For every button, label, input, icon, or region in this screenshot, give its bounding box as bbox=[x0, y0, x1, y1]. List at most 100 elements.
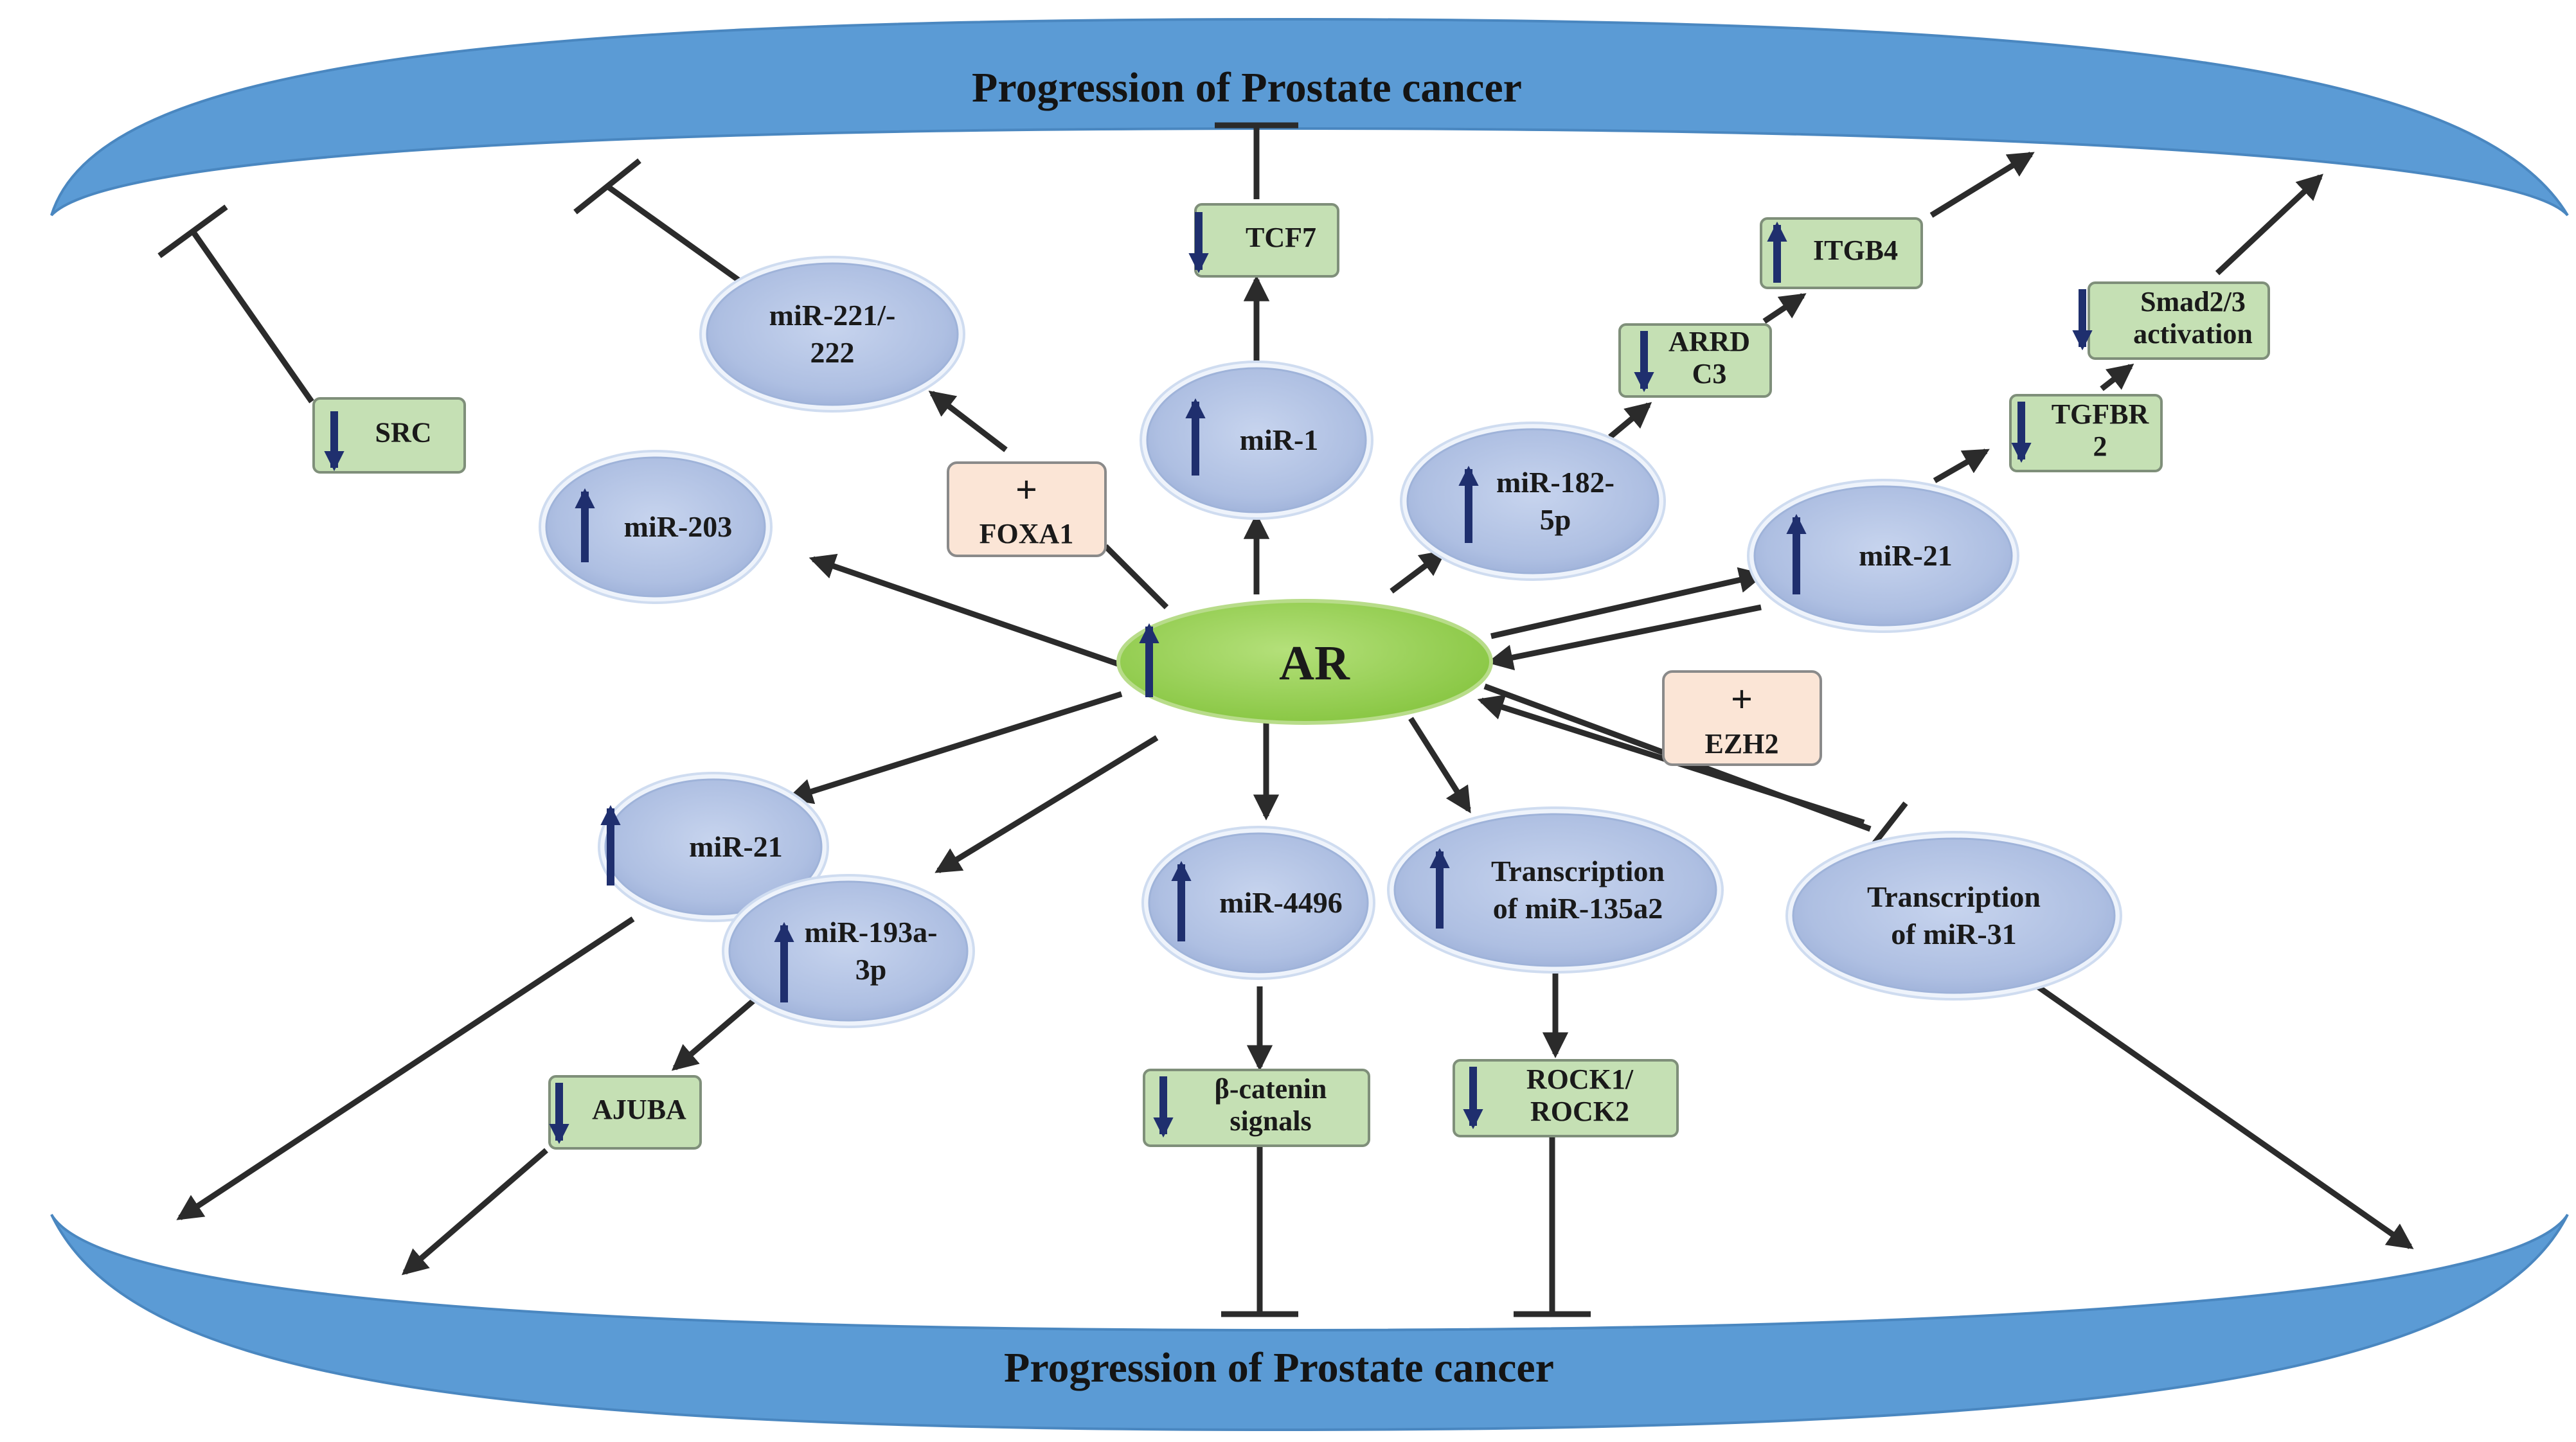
src-label-line-1: SRC bbox=[375, 417, 431, 449]
ezh2-plus-sign: + bbox=[1731, 678, 1753, 720]
arrow-ar-to-mir193a bbox=[935, 735, 1159, 873]
arrow-mir21-left-to-progression bbox=[176, 916, 635, 1220]
mir221-node: miR-221/- 222 bbox=[699, 256, 965, 413]
catenin-box bbox=[1143, 1069, 1370, 1147]
arrow-mir31-to-progression bbox=[2035, 984, 2414, 1249]
arrow-ar-to-mir21-left bbox=[786, 691, 1123, 805]
bottom-progression-banner: Progression of Prostate cancer bbox=[50, 1213, 2569, 1432]
itgb4-target-node: ITGB4 bbox=[1760, 217, 1923, 289]
mir221-label-line-2: 222 bbox=[810, 336, 855, 369]
tgfbr2-box bbox=[2009, 394, 2163, 472]
mir135a2-label-line-1: Transcription bbox=[1491, 855, 1665, 887]
ezh2-label: EZH2 bbox=[1705, 728, 1779, 760]
inhibit-mir221-bar bbox=[573, 158, 641, 215]
rock-box bbox=[1453, 1059, 1679, 1137]
arrow-arrdc3-to-itgb4 bbox=[1762, 293, 1807, 324]
ezh2-cofactor: + EZH2 bbox=[1662, 670, 1822, 766]
arrow-ar-to-mir21-right bbox=[1490, 567, 1766, 639]
foxa1-cofactor: + FOXA1 bbox=[947, 461, 1107, 557]
mirna-nodes: miR-203 miR-221/- 222 miR-1 miR-182- 5p miR-21… bbox=[539, 256, 2122, 1028]
inhibit-src-bar bbox=[157, 204, 228, 258]
mir1-node: miR-1 bbox=[1140, 360, 1373, 520]
smad-box bbox=[2088, 281, 2270, 360]
mir21-left-oval bbox=[604, 778, 823, 916]
mir31-oval bbox=[1792, 837, 2116, 994]
mir135a2-label-line-2: of miR-135a2 bbox=[1493, 892, 1663, 925]
arrdc3-label-line-1: ARRD bbox=[1668, 326, 1750, 357]
mir203-node: miR-203 bbox=[539, 450, 773, 604]
arrow-ar-to-mir203 bbox=[809, 553, 1123, 668]
inhibit-src-stem bbox=[190, 229, 314, 404]
arrow-tgfbr2-to-smad bbox=[2100, 363, 2134, 391]
mir31-node: Transcription of miR-31 bbox=[1785, 831, 2122, 1001]
mir4496-node: miR-4496 bbox=[1141, 826, 1375, 980]
inhibit-mir221-stem bbox=[605, 184, 744, 285]
arrow-mir21-right-to-ar bbox=[1487, 604, 1762, 671]
mir193a-label-line-1: miR-193a- bbox=[805, 916, 938, 948]
bottom-banner-title: Progression of Prostate cancer bbox=[1004, 1344, 1554, 1391]
ar-node: AR bbox=[1116, 599, 1493, 725]
mir193a-oval bbox=[728, 880, 969, 1022]
mir4496-oval bbox=[1148, 832, 1369, 974]
mir31-label-line-1: Transcription bbox=[1867, 880, 2041, 913]
mir203-oval bbox=[545, 456, 766, 598]
arrow-itgb4-to-progression bbox=[1929, 152, 2035, 218]
top-progression-banner: Progression of Prostate cancer bbox=[50, 17, 2569, 217]
mir21-left-label-line-1: miR-21 bbox=[689, 830, 783, 863]
ar-label: AR bbox=[1279, 636, 1350, 690]
arrow-mir193a-to-ajuba bbox=[671, 997, 757, 1071]
mir193a-label-line-2: 3p bbox=[855, 953, 887, 986]
mir135a2-oval bbox=[1393, 813, 1717, 967]
catenin-label-line-2: signals bbox=[1230, 1105, 1311, 1137]
mir221-oval bbox=[706, 262, 959, 406]
top-banner-title: Progression of Prostate cancer bbox=[972, 64, 1522, 111]
itgb4-label-line-1: ITGB4 bbox=[1813, 235, 1898, 266]
tcf7-label-line-1: TCF7 bbox=[1246, 222, 1316, 253]
arrow-smad-to-progression bbox=[2215, 174, 2323, 276]
arrow-ar-to-mir182 bbox=[1390, 549, 1447, 594]
smad-label-line-2: activation bbox=[2133, 318, 2253, 350]
mir182-label-line-2: 5p bbox=[1540, 503, 1571, 536]
foxa1-label: FOXA1 bbox=[979, 518, 1074, 549]
arrow-ar-to-foxa1 bbox=[1103, 544, 1169, 610]
mir31-label-line-2: of miR-31 bbox=[1891, 918, 2016, 950]
mir182-label-line-1: miR-182- bbox=[1496, 466, 1614, 499]
arrow-mir21-right-to-tgfbr2 bbox=[1933, 449, 1990, 483]
rock-label-line-1: ROCK1/ bbox=[1526, 1064, 1634, 1095]
smad-label-line-1: Smad2/3 bbox=[2140, 286, 2246, 317]
src-target-node: SRC bbox=[312, 397, 466, 474]
ajuba-box bbox=[548, 1075, 702, 1150]
tgfbr2-label-line-1: TGFBR bbox=[2052, 398, 2150, 430]
mir4496-label-line-1: miR-4496 bbox=[1219, 886, 1343, 919]
tgfbr2-label-line-2: 2 bbox=[2093, 431, 2107, 462]
tcf7-target-node: TCF7 bbox=[1188, 203, 1339, 278]
mir221-label-line-1: miR-221/- bbox=[769, 299, 896, 332]
mir1-label-line-1: miR-1 bbox=[1240, 423, 1319, 456]
arrow-ajuba-to-progression bbox=[401, 1148, 548, 1276]
arrdc3-label-line-2: C3 bbox=[1692, 358, 1727, 389]
mir135a2-node: Transcription of miR-135a2 bbox=[1387, 806, 1724, 974]
rock-label-line-2: ROCK2 bbox=[1530, 1096, 1629, 1127]
ajuba-label-line-1: AJUBA bbox=[592, 1094, 686, 1125]
arrow-ar-to-mir135a2 bbox=[1408, 717, 1471, 814]
inhibit-mir31-bar bbox=[1869, 801, 1908, 849]
src-box bbox=[312, 397, 466, 474]
arrdc3-box bbox=[1618, 323, 1772, 398]
mir182-oval bbox=[1406, 428, 1659, 574]
mir182-node: miR-182- 5p bbox=[1400, 422, 1666, 581]
mir21-right-node: miR-21 bbox=[1747, 479, 2019, 633]
arrow-foxa1-to-mir221 bbox=[928, 390, 1008, 452]
mir203-label-line-1: miR-203 bbox=[624, 510, 733, 543]
ajuba-target-node: AJUBA bbox=[548, 1075, 702, 1150]
mir21-right-oval bbox=[1753, 485, 2013, 627]
mir21-right-label-line-1: miR-21 bbox=[1859, 539, 1953, 572]
arrow-mir182-to-arrdc3 bbox=[1608, 402, 1652, 440]
mir193a-node: miR-193a- 3p bbox=[722, 874, 975, 1028]
foxa1-plus-sign: + bbox=[1015, 468, 1037, 511]
